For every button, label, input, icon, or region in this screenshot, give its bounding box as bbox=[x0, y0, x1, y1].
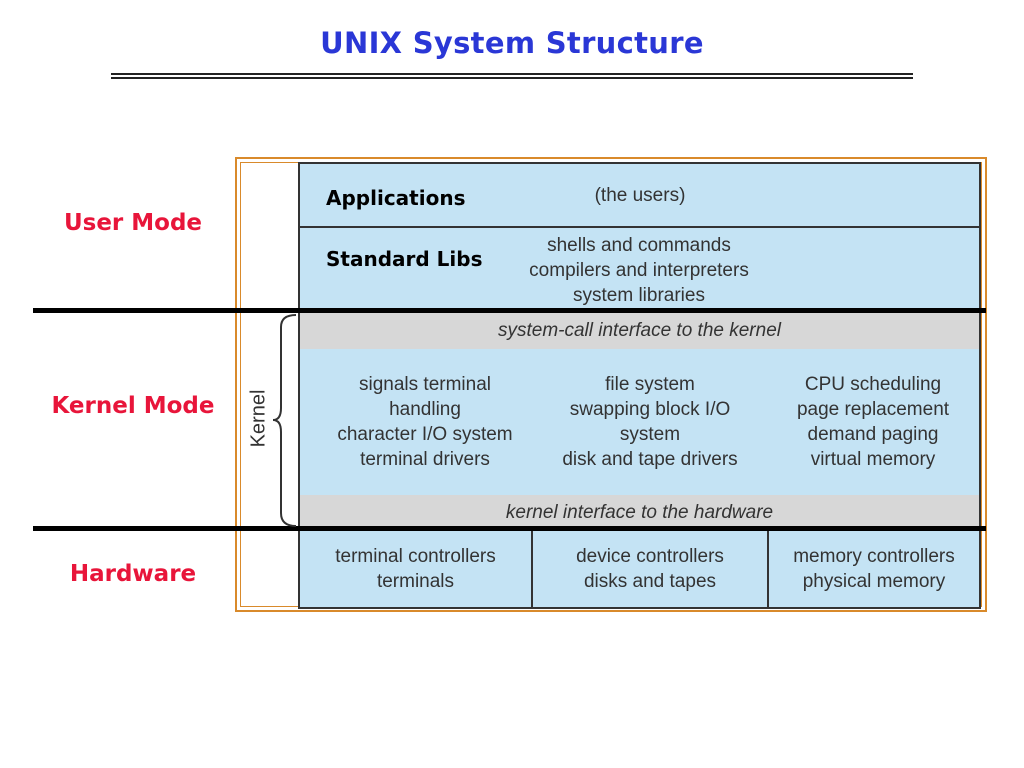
kernel-col3-line: demand paging bbox=[807, 424, 939, 445]
kernel-mode-label: Kernel Mode bbox=[51, 393, 215, 419]
kernel-col3-line: CPU scheduling bbox=[804, 374, 942, 395]
kernel-col1-line: signals terminal bbox=[359, 374, 491, 395]
stdlibs-item: shells and commands bbox=[547, 235, 731, 256]
kernel-col3-line: virtual memory bbox=[810, 449, 936, 470]
hw-col1-line: terminals bbox=[376, 571, 455, 592]
hw-interface-text: kernel interface to the hardware bbox=[505, 502, 774, 523]
slide-title: UNIX System Structure bbox=[320, 26, 704, 60]
applications-desc: (the users) bbox=[594, 185, 686, 206]
hw-col3-line: memory controllers bbox=[793, 546, 955, 567]
applications-label: Applications bbox=[326, 186, 466, 210]
hardware-label: Hardware bbox=[69, 561, 197, 587]
kernel-hardware-boundary bbox=[33, 526, 986, 531]
kernel-brace bbox=[272, 314, 297, 527]
layer-divider bbox=[298, 226, 981, 228]
hw-col3-line: physical memory bbox=[802, 571, 946, 592]
standard-libs-layer bbox=[298, 228, 981, 310]
hw-col2-line: device controllers bbox=[576, 546, 724, 567]
title-underline bbox=[111, 73, 913, 79]
applications-layer bbox=[298, 162, 981, 226]
syscall-interface-layer bbox=[298, 313, 981, 349]
hw-column-divider bbox=[767, 530, 769, 609]
kernel-col2-line: disk and tape drivers bbox=[562, 449, 738, 470]
kernel-col1-line: handling bbox=[389, 399, 461, 420]
kernel-col1-line: terminal drivers bbox=[360, 449, 490, 470]
hw-col1-line: terminal controllers bbox=[335, 546, 496, 567]
user-mode-label: User Mode bbox=[63, 210, 203, 236]
standard-libs-label: Standard Libs bbox=[326, 247, 483, 271]
kernel-col2-line: system bbox=[619, 424, 681, 445]
kernel-col2-line: file system bbox=[605, 374, 695, 395]
hw-interface-layer bbox=[298, 495, 981, 527]
kernel-side-label: Kernel bbox=[247, 389, 270, 448]
user-kernel-boundary bbox=[33, 308, 986, 313]
syscall-interface-text: system-call interface to the kernel bbox=[497, 320, 781, 341]
hw-column-divider bbox=[531, 530, 533, 609]
diagram-frame bbox=[235, 157, 987, 612]
hw-col2-line: disks and tapes bbox=[583, 571, 717, 592]
stdlibs-item: compilers and interpreters bbox=[529, 260, 749, 281]
kernel-col3-line: page replacement bbox=[796, 399, 950, 420]
stdlibs-item: system libraries bbox=[573, 285, 705, 306]
kernel-col1-line: character I/O system bbox=[337, 424, 513, 445]
hardware-layer bbox=[298, 530, 981, 609]
kernel-col2-line: swapping block I/O bbox=[569, 399, 731, 420]
kernel-services-layer bbox=[298, 349, 981, 495]
